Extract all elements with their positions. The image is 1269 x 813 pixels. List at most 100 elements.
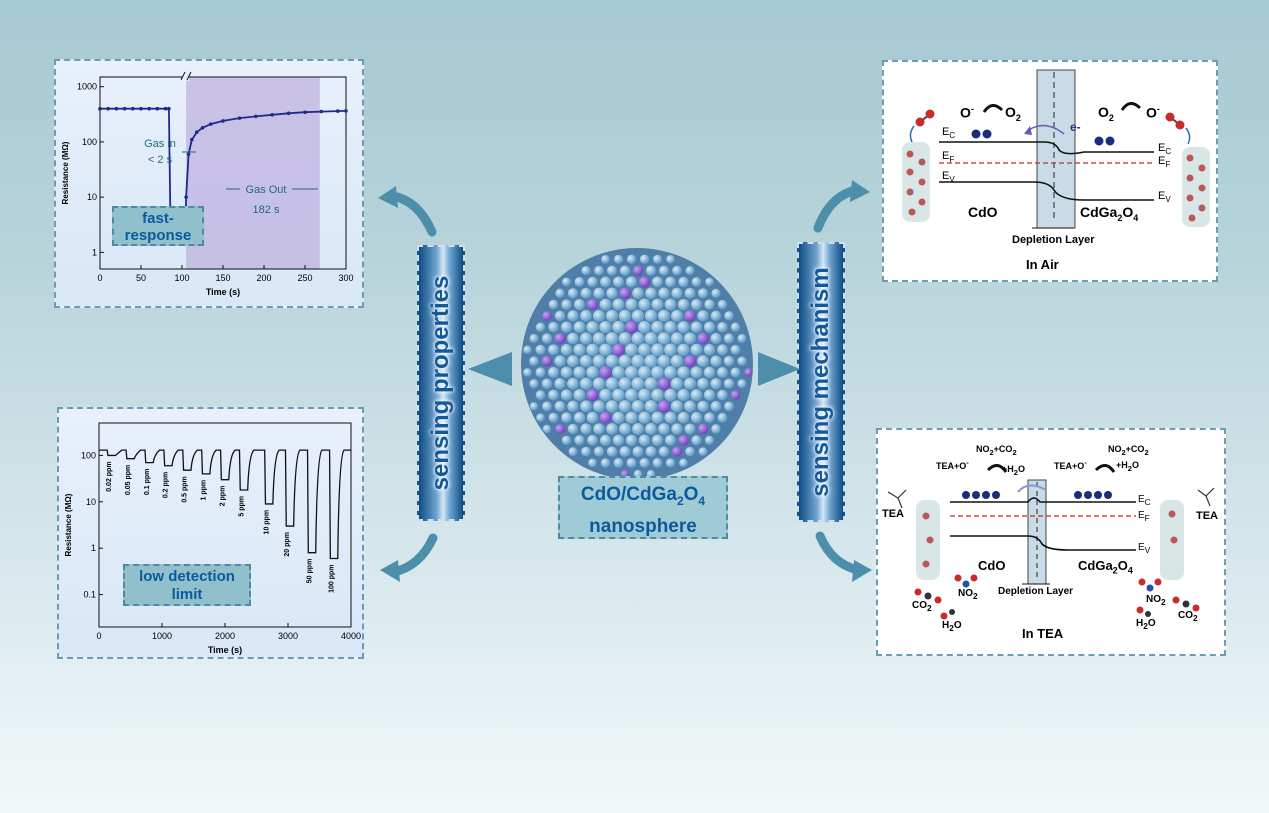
- cdo-particle: [599, 388, 612, 402]
- h2o-right-text: +H: [1116, 460, 1128, 470]
- cdga2o4-particle: [542, 311, 552, 321]
- cdo-particle: [599, 343, 612, 357]
- ev-left-sub: V: [949, 175, 955, 185]
- conduction-band: [950, 497, 1136, 503]
- oxygen-adsorb-arrow-right: [1185, 127, 1191, 145]
- data-point: [155, 106, 160, 111]
- cdo-particle: [690, 366, 703, 379]
- cdo-particle: [580, 423, 592, 435]
- cdo-particle: [677, 411, 690, 424]
- fast-response-callout-line1: fast-: [142, 210, 174, 227]
- cdo-particle: [651, 411, 664, 424]
- ef-left-sub: F: [949, 155, 955, 165]
- electron: [1105, 136, 1115, 146]
- electrons-left: [962, 491, 1000, 499]
- product-molecules-left: [914, 574, 978, 620]
- cdo-particle: [574, 277, 585, 287]
- y-tick-label: 10: [87, 192, 97, 202]
- tea-o-right: TEA+O-: [1054, 458, 1087, 471]
- no2co2-left-sub2: 2: [1012, 447, 1017, 457]
- cdo-particle: [626, 457, 637, 468]
- cdo-particle: [625, 276, 638, 288]
- o2-label-left: O2: [1005, 104, 1021, 123]
- cdo-particle: [580, 287, 592, 299]
- curved-arrow-bottom-left: [389, 533, 438, 577]
- cdo-particle: [612, 411, 625, 424]
- cdo-particle: [644, 377, 658, 391]
- cdo-particle: [703, 389, 716, 401]
- electron: [982, 129, 992, 139]
- cdo-particle: [586, 366, 599, 379]
- cdo-particle: [710, 310, 722, 322]
- x-tick-label: 100: [174, 273, 189, 283]
- cdo-particle: [645, 446, 657, 457]
- cdo-particle: [592, 377, 606, 390]
- cdo-particle: [574, 435, 585, 446]
- cdo-particle: [631, 377, 645, 391]
- formula-sub-2: 2: [676, 493, 684, 508]
- cdo-particle: [730, 344, 741, 355]
- product-molecules-right: [1136, 578, 1200, 617]
- cdga2o4-particle: [730, 390, 741, 400]
- low-detection-callout-line2: limit: [171, 586, 203, 603]
- cdo-particle: [568, 447, 578, 456]
- ev-right-sub: V: [1165, 195, 1171, 205]
- right-atoms: [1186, 154, 1206, 222]
- cdga2o4-particle: [555, 424, 565, 434]
- no2-left-text: NO: [958, 588, 973, 599]
- data-point: [254, 114, 258, 119]
- cdga2o4-particle: [554, 332, 566, 345]
- cdo-particle: [579, 377, 593, 390]
- ec-right-text: E: [1158, 142, 1166, 154]
- h2o-label-left: H2O: [942, 620, 962, 633]
- data-point: [221, 119, 225, 123]
- concentration-label: 1 ppm: [200, 480, 207, 501]
- cdo-particle: [593, 287, 605, 299]
- y-tick-label: 10: [86, 497, 96, 507]
- cdo-particle: [592, 309, 606, 322]
- gas-in-time-label: < 2 s: [148, 154, 173, 166]
- cdo-particle: [697, 377, 709, 390]
- cdo-particle: [560, 321, 573, 333]
- data-point: [147, 106, 151, 111]
- cdo-particle: [698, 447, 708, 456]
- cdga2o4-particle: [599, 366, 612, 379]
- cdo-particle: [671, 287, 683, 299]
- gas-out-label: Gas Out: [246, 184, 287, 196]
- o2-left-text: O: [1005, 104, 1016, 120]
- curved-arrow-top-right-head: [850, 180, 870, 202]
- in-air-mechanism-panel: O- O2 e- O2 O- EC EF EV EC EF EV CdO CdG…: [882, 60, 1218, 282]
- cdo-particle: [737, 356, 747, 366]
- x-tick-label: 250: [297, 273, 312, 283]
- data-point: [319, 109, 324, 114]
- no2-co2-left: NO2+CO2: [976, 444, 1017, 457]
- curved-arrow-top-left: [387, 191, 437, 237]
- cdo-particle: [548, 389, 559, 401]
- cdo-particle: [631, 400, 645, 413]
- co2-label-right: CO2: [1178, 610, 1198, 623]
- cdo-particle: [535, 344, 546, 355]
- ec-right-sub: C: [1165, 147, 1172, 157]
- cdo-particle: [580, 310, 592, 322]
- cdo-particle: [683, 377, 697, 390]
- cdo-particle: [691, 299, 702, 311]
- tea-o-right-sup: -: [1084, 458, 1087, 467]
- cdga-text: CdGa: [1080, 204, 1118, 220]
- cdo-particle: [606, 287, 618, 299]
- cdga2o4-particle: [678, 434, 689, 446]
- ec-left-text: E: [942, 126, 950, 138]
- cdo-particle: [567, 355, 579, 368]
- cdo-particle: [618, 354, 632, 368]
- y-tick-label: 1000: [77, 82, 97, 92]
- depletion-layer-label: Depletion Layer: [998, 586, 1074, 597]
- cdo-particle: [730, 322, 741, 332]
- cdo-particle: [612, 365, 625, 379]
- tea-o-left-text: TEA+O: [936, 461, 967, 471]
- reaction-arrow-right: [1120, 102, 1142, 111]
- sensing-mechanism-banner: sensing mechanism: [797, 242, 845, 522]
- cdo-particle: [657, 309, 671, 322]
- x-tick-label: 2000: [215, 631, 235, 641]
- y-tick-label: 1: [92, 247, 97, 257]
- cdo-particle: [717, 344, 728, 356]
